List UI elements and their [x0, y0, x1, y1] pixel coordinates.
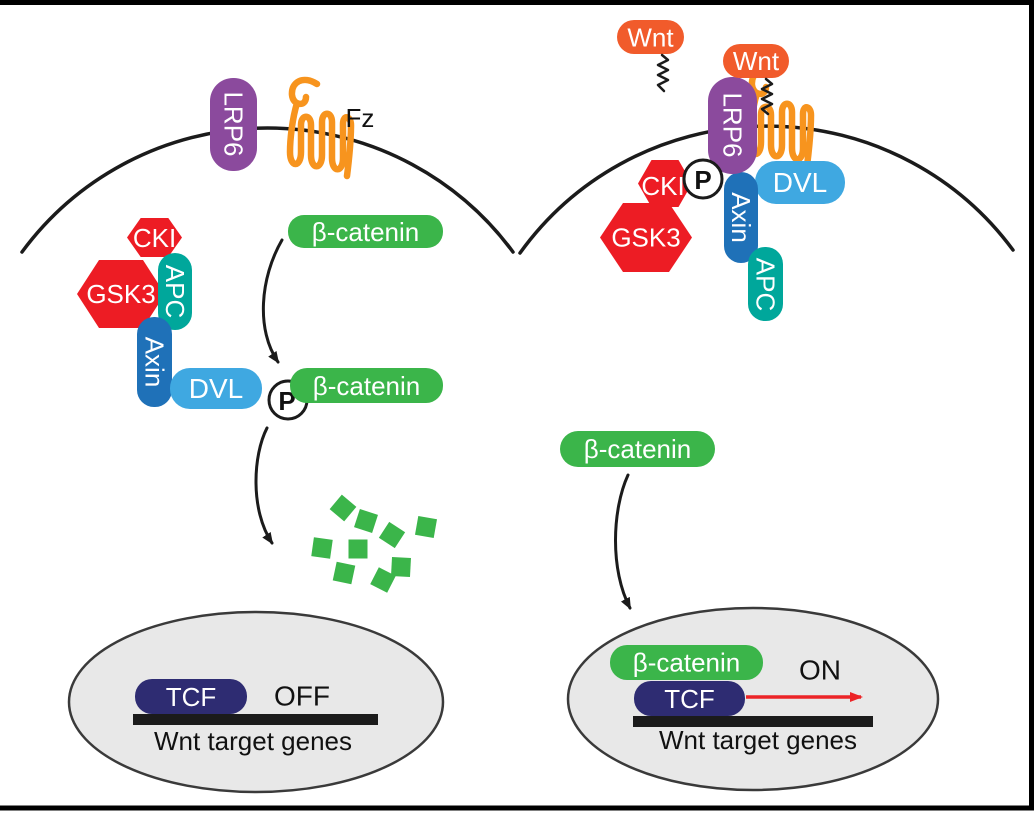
right-axin-label: Axin [726, 192, 756, 243]
left-dvl-label: DVL [189, 373, 243, 404]
right-cki-label: CKI [641, 171, 684, 201]
left-beta-catenin-phospho-pill [290, 368, 443, 403]
left-dvl-pill [170, 368, 262, 409]
right-apc-label: APC [751, 258, 781, 311]
right-cell-wnt-on: DVL Axin APC LRP6 Wnt Wnt CKI GSK3 P β-c… [518, 20, 1015, 792]
right-dvl-label: DVL [773, 167, 827, 198]
right-lrp6-receptor [708, 77, 757, 174]
left-gene-bar [133, 714, 378, 725]
left-lrp6-receptor [210, 78, 257, 171]
left-beta-catenin-phospho-label: β-catenin [313, 371, 420, 401]
left-apc-pill [158, 253, 192, 330]
left-beta-catenin-free-pill [288, 215, 443, 248]
right-apc-pill [748, 247, 783, 321]
right-nuclear-import-arrow [614, 473, 632, 610]
right-wnt-bound-label: Wnt [733, 46, 780, 76]
right-wnt-bound-lipid-zigzag-icon [760, 77, 774, 116]
right-frizzled-receptor-icon [750, 70, 811, 166]
left-cki-hexagon [127, 218, 182, 257]
right-nucleus: TCF β-catenin ON Wnt target genes [566, 606, 940, 792]
right-state-on-label: ON [799, 655, 841, 686]
left-tcf-label: TCF [166, 682, 217, 712]
left-gsk3-hexagon [77, 260, 165, 328]
left-apc-label: APC [160, 265, 190, 318]
right-beta-catenin-free-label: β-catenin [584, 434, 691, 464]
right-wnt-bound-pill [723, 44, 789, 78]
right-gene-bar [633, 716, 873, 727]
left-plasma-membrane [20, 126, 515, 254]
right-tcf-label: TCF [664, 684, 715, 714]
right-cki-hexagon [638, 160, 692, 207]
beta-catenin-fragments-icon [311, 494, 438, 593]
left-phosphorylation-arrow [261, 238, 284, 364]
left-phospho-label: P [278, 386, 295, 416]
left-nucleus: TCF OFF Wnt target genes [67, 610, 445, 794]
right-nucleus-beta-catenin-pill [610, 645, 763, 680]
left-tcf-pill [135, 679, 247, 714]
left-gene-label: Wnt target genes [154, 726, 352, 756]
right-tcf-pill [634, 681, 745, 716]
left-lrp6-label: LRP6 [219, 91, 249, 156]
right-phospho-circle [682, 158, 724, 200]
right-plasma-membrane [518, 124, 1015, 255]
right-wnt-free-label: Wnt [627, 23, 674, 53]
right-wnt-free-pill [617, 20, 684, 54]
left-axin-pill [137, 317, 172, 407]
right-phospho-label: P [694, 165, 711, 195]
left-cki-label: CKI [133, 223, 176, 253]
right-gsk3-label: GSK3 [611, 223, 680, 253]
right-dvl-pill [755, 161, 845, 204]
left-axin-label: Axin [140, 337, 170, 388]
left-degradation-arrow [254, 426, 274, 545]
left-cell-wnt-off: LRP6 Fz CKI GSK3 APC Axin DVL β-catenin … [20, 78, 515, 794]
right-wnt-free-lipid-zigzag-icon [656, 53, 670, 93]
left-frizzled-label: Fz [346, 103, 375, 133]
right-nucleus-beta-catenin-label: β-catenin [633, 648, 740, 678]
right-axin-pill [724, 172, 758, 263]
right-nucleus-envelope [566, 606, 940, 792]
left-state-off-label: OFF [274, 681, 330, 712]
right-gsk3-hexagon [600, 203, 692, 272]
left-beta-catenin-free-label: β-catenin [312, 217, 419, 247]
left-frizzled-receptor-icon [290, 80, 351, 176]
right-beta-catenin-free-pill [560, 431, 715, 467]
left-gsk3-label: GSK3 [86, 279, 155, 309]
right-gene-label: Wnt target genes [659, 725, 857, 755]
left-nucleus-envelope [67, 610, 445, 794]
right-lrp6-label: LRP6 [718, 92, 748, 157]
